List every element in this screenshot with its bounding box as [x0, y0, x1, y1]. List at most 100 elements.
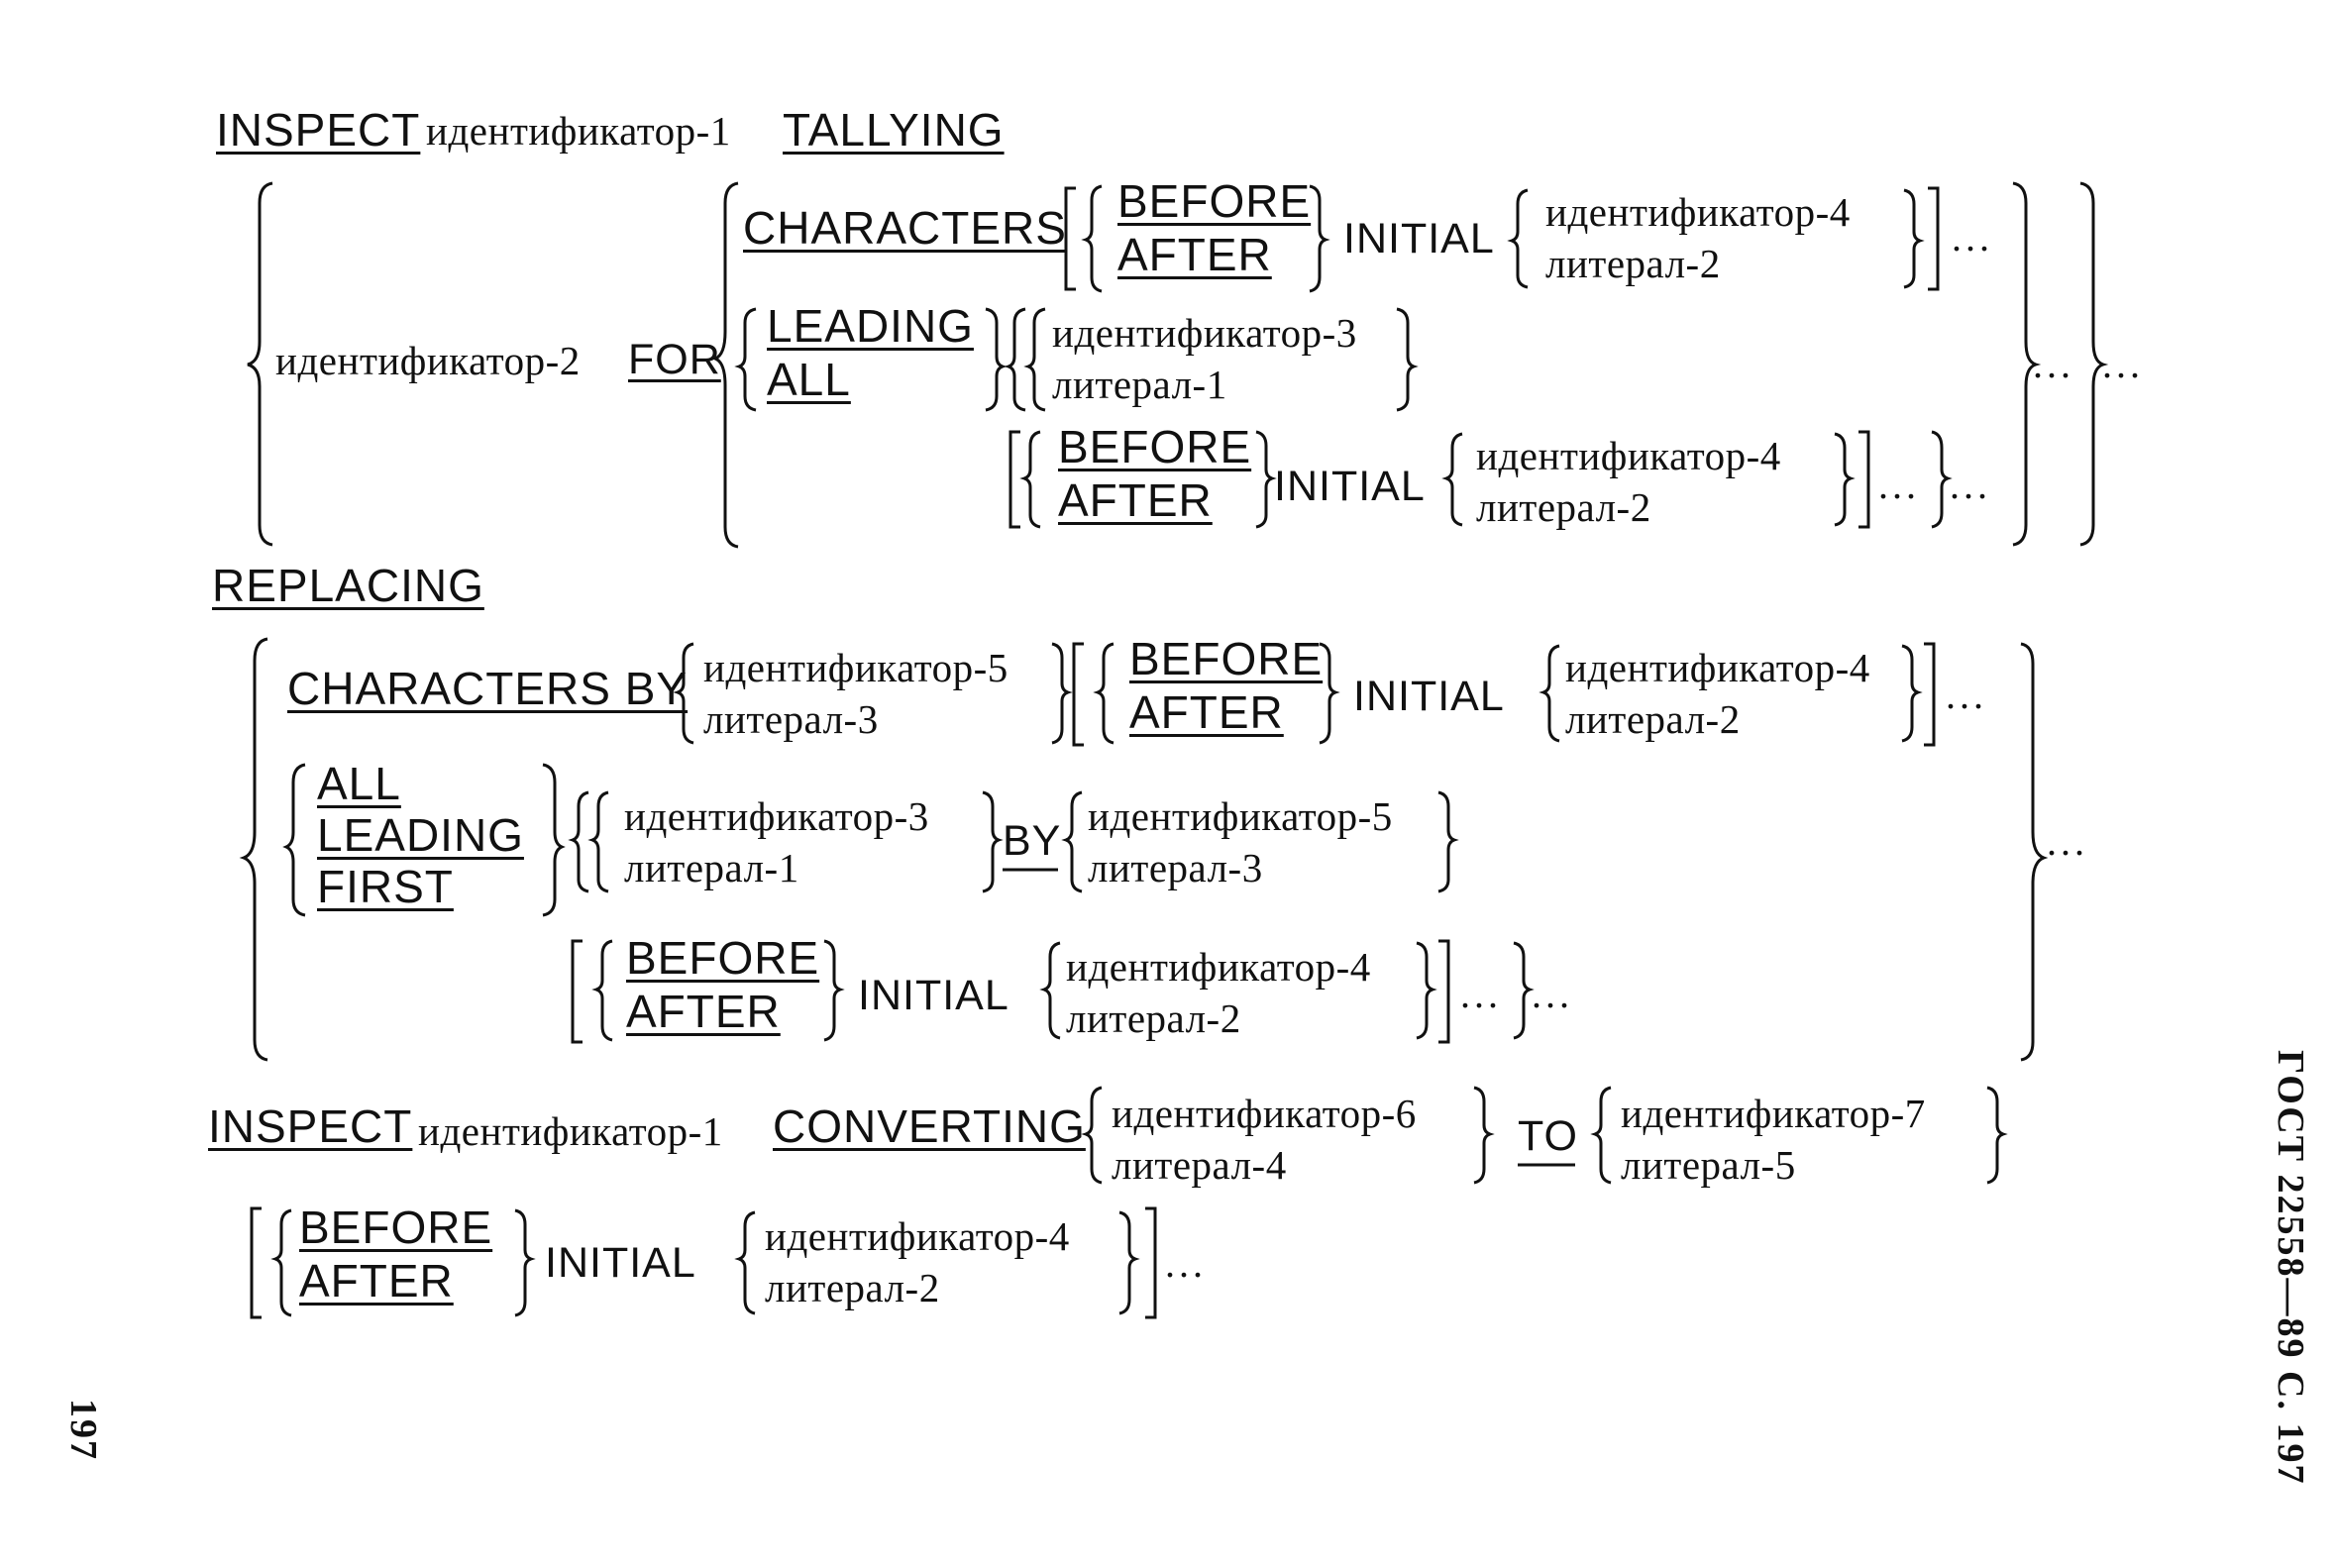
- tallying-row3-ident-left-brace: [1441, 432, 1463, 527]
- converting-bracket-right: [1145, 1206, 1157, 1319]
- replacing-row3-bracket-left: [571, 939, 583, 1044]
- initial-keyword: INITIAL: [1274, 463, 1426, 510]
- converting-ident6-left-brace: [1081, 1086, 1103, 1185]
- ellipsis: ...: [1532, 972, 1573, 1016]
- tallying-char-ident-right-brace: [1903, 188, 1925, 289]
- ellipsis: ...: [1946, 673, 1987, 717]
- after-keyword: AFTER: [1058, 474, 1213, 526]
- before-keyword: BEFORE: [1129, 633, 1324, 684]
- page-number: 197: [62, 1399, 104, 1461]
- to-keyword: TO: [1518, 1112, 1578, 1160]
- converting-bracket-left: [250, 1206, 262, 1319]
- ident4-label: идентификатор-4: [1545, 189, 1851, 235]
- tallying-leading-right-brace: [985, 307, 1008, 412]
- inspect-keyword: INSPECT: [208, 1100, 413, 1152]
- ellipsis: ...: [1952, 215, 1993, 260]
- tallying-outer-right-brace: [2079, 181, 2109, 547]
- ident3-label: идентификатор-3: [1052, 310, 1357, 356]
- ellipsis: ...: [2033, 342, 2074, 386]
- after-keyword: AFTER: [626, 986, 781, 1037]
- before-keyword: BEFORE: [299, 1202, 493, 1253]
- replacing-row3-close-brace: [1513, 941, 1535, 1040]
- tallying-ident3-outer-brace: [1004, 307, 1026, 412]
- replacing-alf-left-brace: [282, 763, 306, 917]
- tallying-outer-left-brace: [247, 181, 273, 547]
- replacing-row3-ba-left-brace: [591, 939, 613, 1042]
- before-keyword: BEFORE: [1117, 175, 1312, 227]
- after-keyword: AFTER: [1129, 686, 1284, 738]
- replacing-row1-bracket-right: [1924, 642, 1936, 747]
- lit2-label: литерал-2: [1476, 484, 1651, 530]
- replacing-ident3-left-brace: [587, 790, 609, 893]
- tallying-char-beforeafter-left-brace: [1081, 184, 1103, 293]
- ident7-label: идентификатор-7: [1621, 1091, 1926, 1136]
- ident5-label: идентификатор-5: [703, 645, 1008, 690]
- replacing-ident5b-left-brace: [1061, 790, 1083, 893]
- tallying-row3-ba-right-brace: [1255, 430, 1277, 529]
- tallying-ident3-left-brace: [1023, 307, 1046, 412]
- initial-keyword: INITIAL: [545, 1239, 696, 1287]
- leading-keyword: LEADING: [317, 809, 524, 861]
- converting-ident6-right-brace: [1473, 1086, 1495, 1185]
- replacing-row1-bracket-left: [1072, 642, 1084, 747]
- tallying-row3-bracket-right: [1858, 430, 1870, 529]
- before-keyword: BEFORE: [626, 932, 820, 984]
- leading-keyword: LEADING: [767, 300, 974, 352]
- ident4-label: идентификатор-4: [1476, 433, 1781, 478]
- replacing-row3-ba-right-brace: [823, 939, 845, 1042]
- replacing-row3-ident-left-brace: [1039, 941, 1061, 1040]
- lit1-label: литерал-1: [624, 845, 799, 890]
- tallying-char-bracket-left: [1064, 186, 1076, 291]
- ellipsis: ...: [2047, 819, 2088, 864]
- ident3-label: идентификатор-3: [624, 793, 929, 839]
- initial-keyword: INITIAL: [858, 972, 1009, 1019]
- tallying-row3-ident-right-brace: [1834, 432, 1856, 527]
- replacing-alf-right-brace: [542, 763, 566, 917]
- lit2-label: литерал-2: [1545, 241, 1721, 286]
- ident2-label: идентификатор-2: [275, 338, 581, 383]
- initial-keyword: INITIAL: [1353, 673, 1505, 720]
- lit2-label: литерал-2: [765, 1265, 940, 1310]
- converting-keyword: CONVERTING: [773, 1100, 1086, 1152]
- ident6-label: идентификатор-6: [1112, 1091, 1417, 1136]
- ident1-label: идентификатор-1: [418, 1108, 723, 1154]
- replacing-row1-ident-left-brace: [1539, 644, 1560, 743]
- tallying-row3-close-brace: [1931, 430, 1953, 529]
- lit4-label: литерал-4: [1112, 1142, 1287, 1188]
- initial-keyword: INITIAL: [1343, 215, 1495, 262]
- converting-ba-right-brace: [514, 1208, 536, 1317]
- replacing-ident3-outer-brace: [568, 790, 589, 893]
- ellipsis: ...: [1165, 1241, 1207, 1286]
- lit2-label: литерал-2: [1565, 696, 1741, 742]
- converting-ba-left-brace: [270, 1208, 292, 1317]
- tallying-ident3-right-brace: [1396, 307, 1419, 412]
- tallying-row3-ba-left-brace: [1019, 430, 1041, 529]
- characters-by-keyword: CHARACTERS BY: [287, 663, 689, 714]
- tallying-char-ident-left-brace: [1507, 188, 1529, 289]
- converting-ident7-left-brace: [1590, 1086, 1612, 1185]
- before-keyword: BEFORE: [1058, 421, 1252, 472]
- replacing-row1-ba-left-brace: [1093, 642, 1114, 745]
- lit3-label: литерал-3: [1088, 845, 1263, 890]
- ellipsis: ...: [1950, 463, 1991, 507]
- ident4-label: идентификатор-4: [1565, 645, 1870, 690]
- ident1-label: идентификатор-1: [426, 108, 731, 154]
- tallying-keyword: TALLYING: [783, 104, 1005, 156]
- lit1-label: литерал-1: [1052, 362, 1227, 407]
- ident4-label: идентификатор-4: [765, 1213, 1070, 1259]
- replacing-row3-ident-right-brace: [1416, 941, 1437, 1040]
- lit5-label: литерал-5: [1621, 1142, 1796, 1188]
- lit2-label: литерал-2: [1066, 995, 1241, 1041]
- gost-margin-label: ГОСТ 22558—89 С. 197: [2270, 1050, 2311, 1486]
- tallying-leading-left-brace: [734, 307, 757, 412]
- converting-ident-right-brace: [1118, 1210, 1140, 1315]
- converting-ident7-right-brace: [1986, 1086, 2008, 1185]
- replacing-row1-ident-right-brace: [1901, 644, 1923, 743]
- inspect-keyword: INSPECT: [216, 104, 421, 156]
- after-keyword: AFTER: [299, 1255, 454, 1307]
- ident5-label: идентификатор-5: [1088, 793, 1393, 839]
- tallying-row3-bracket-left: [1008, 430, 1020, 529]
- first-keyword: FIRST: [317, 861, 454, 912]
- replacing-outer-left-brace: [239, 637, 268, 1062]
- tallying-char-bracket-right: [1928, 186, 1940, 291]
